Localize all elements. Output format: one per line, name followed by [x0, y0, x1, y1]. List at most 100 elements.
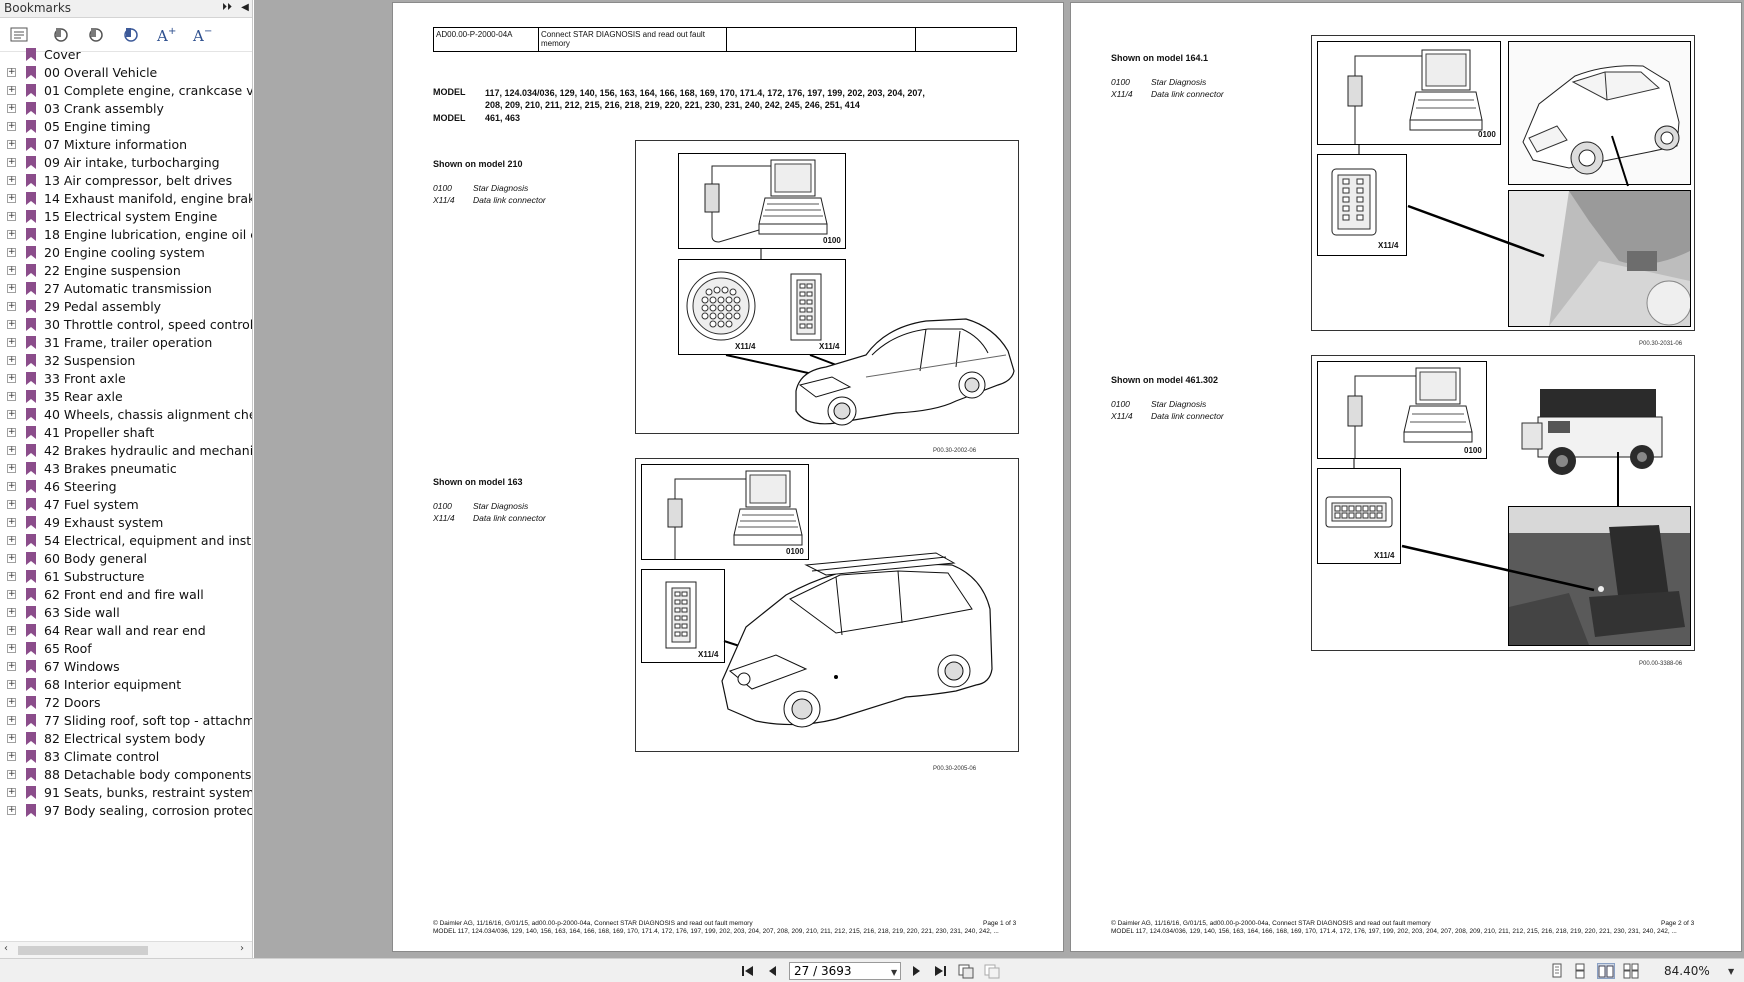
- expand-toggle-icon[interactable]: +: [7, 121, 16, 131]
- previous-page-icon[interactable]: [764, 963, 782, 979]
- zoom-level[interactable]: 84.40%: [1664, 964, 1710, 978]
- expand-toggle-icon[interactable]: +: [7, 589, 16, 599]
- expand-toggle-icon[interactable]: +: [7, 85, 16, 95]
- text-larger-icon[interactable]: A+: [154, 25, 176, 45]
- expand-toggle-icon[interactable]: +: [7, 229, 16, 239]
- expand-toggle-icon[interactable]: +: [7, 553, 16, 563]
- expand-toggle-icon[interactable]: +: [7, 193, 16, 203]
- navigate-forward-icon[interactable]: [983, 963, 1001, 979]
- expand-toggle-icon[interactable]: +: [7, 409, 16, 419]
- bookmark-collapse-icon[interactable]: [85, 25, 107, 45]
- bookmark-item[interactable]: +30 Throttle control, speed control sys: [0, 316, 252, 334]
- bookmark-item[interactable]: +68 Interior equipment: [0, 676, 252, 694]
- expand-toggle-icon[interactable]: +: [7, 679, 16, 689]
- bookmark-item[interactable]: +54 Electrical, equipment and instrume: [0, 532, 252, 550]
- bookmark-item[interactable]: +97 Body sealing, corrosion protection: [0, 802, 252, 820]
- scroll-left-icon[interactable]: ‹: [4, 943, 8, 954]
- bookmark-item[interactable]: +88 Detachable body components, ext: [0, 766, 252, 784]
- bookmark-item[interactable]: +83 Climate control: [0, 748, 252, 766]
- bookmark-item[interactable]: +91 Seats, bunks, restraint systems: [0, 784, 252, 802]
- expand-toggle-icon[interactable]: +: [7, 175, 16, 185]
- scroll-right-icon[interactable]: ›: [240, 943, 244, 954]
- expand-toggle-icon[interactable]: +: [7, 67, 16, 77]
- continuous-view-icon[interactable]: [1571, 963, 1589, 979]
- bookmark-item[interactable]: +62 Front end and fire wall: [0, 586, 252, 604]
- expand-toggle-icon[interactable]: +: [7, 319, 16, 329]
- next-page-icon[interactable]: [907, 963, 925, 979]
- expand-toggle-icon[interactable]: +: [7, 211, 16, 221]
- expand-toggle-icon[interactable]: +: [7, 751, 16, 761]
- expand-toggle-icon[interactable]: +: [7, 571, 16, 581]
- expand-toggle-icon[interactable]: +: [7, 643, 16, 653]
- expand-toggle-icon[interactable]: +: [7, 499, 16, 509]
- bookmark-item[interactable]: +33 Front axle: [0, 370, 252, 388]
- bookmark-item[interactable]: +01 Complete engine, crankcase ventil: [0, 82, 252, 100]
- collapse-panel-icon[interactable]: ⏵⏵: [222, 2, 232, 13]
- bookmark-item[interactable]: +63 Side wall: [0, 604, 252, 622]
- bookmark-item[interactable]: +18 Engine lubrication, engine oil cooli…: [0, 226, 252, 244]
- expand-toggle-icon[interactable]: +: [7, 481, 16, 491]
- expand-toggle-icon[interactable]: +: [7, 103, 16, 113]
- bookmark-item[interactable]: +77 Sliding roof, soft top - attachment: [0, 712, 252, 730]
- expand-toggle-icon[interactable]: +: [7, 391, 16, 401]
- bookmark-item[interactable]: +32 Suspension: [0, 352, 252, 370]
- expand-toggle-icon[interactable]: +: [7, 787, 16, 797]
- bookmark-item[interactable]: +42 Brakes hydraulic and mechanical: [0, 442, 252, 460]
- expand-toggle-icon[interactable]: +: [7, 607, 16, 617]
- expand-toggle-icon[interactable]: +: [7, 283, 16, 293]
- expand-toggle-icon[interactable]: +: [7, 355, 16, 365]
- navigate-back-icon[interactable]: [957, 963, 975, 979]
- bookmark-item[interactable]: +05 Engine timing: [0, 118, 252, 136]
- bookmark-item[interactable]: +64 Rear wall and rear end: [0, 622, 252, 640]
- bookmark-item[interactable]: Cover: [0, 46, 252, 64]
- bookmark-item[interactable]: +13 Air compressor, belt drives: [0, 172, 252, 190]
- options-icon[interactable]: [8, 25, 30, 45]
- close-panel-icon[interactable]: ◀: [241, 2, 249, 13]
- expand-toggle-icon[interactable]: +: [7, 445, 16, 455]
- bookmark-item[interactable]: +49 Exhaust system: [0, 514, 252, 532]
- bookmark-item[interactable]: +82 Electrical system body: [0, 730, 252, 748]
- bookmark-item[interactable]: +03 Crank assembly: [0, 100, 252, 118]
- bookmark-item[interactable]: +43 Brakes pneumatic: [0, 460, 252, 478]
- zoom-dropdown-icon[interactable]: ▼: [1728, 967, 1735, 976]
- expand-toggle-icon[interactable]: +: [7, 337, 16, 347]
- expand-toggle-icon[interactable]: +: [7, 697, 16, 707]
- expand-toggle-icon[interactable]: +: [7, 427, 16, 437]
- bookmark-item[interactable]: +31 Frame, trailer operation: [0, 334, 252, 352]
- bookmark-item[interactable]: +46 Steering: [0, 478, 252, 496]
- bookmark-item[interactable]: +15 Electrical system Engine: [0, 208, 252, 226]
- bookmark-item[interactable]: +07 Mixture information: [0, 136, 252, 154]
- expand-toggle-icon[interactable]: +: [7, 157, 16, 167]
- page-number-input[interactable]: 27 / 3693: [789, 962, 901, 980]
- page-dropdown-icon[interactable]: ▼: [891, 968, 898, 977]
- expand-toggle-icon[interactable]: +: [7, 517, 16, 527]
- bookmark-item[interactable]: +61 Substructure: [0, 568, 252, 586]
- first-page-icon[interactable]: [739, 963, 757, 979]
- expand-toggle-icon[interactable]: +: [7, 661, 16, 671]
- expand-toggle-icon[interactable]: +: [7, 805, 16, 815]
- bookmark-item[interactable]: +20 Engine cooling system: [0, 244, 252, 262]
- bookmark-item[interactable]: +47 Fuel system: [0, 496, 252, 514]
- bookmark-item[interactable]: +00 Overall Vehicle: [0, 64, 252, 82]
- bookmark-item[interactable]: +29 Pedal assembly: [0, 298, 252, 316]
- expand-toggle-icon[interactable]: +: [7, 715, 16, 725]
- expand-toggle-icon[interactable]: +: [7, 535, 16, 545]
- expand-toggle-icon[interactable]: +: [7, 301, 16, 311]
- continuous-facing-view-icon[interactable]: [1622, 963, 1640, 979]
- bookmarks-horizontal-scrollbar[interactable]: ‹ ›: [0, 941, 252, 958]
- bookmark-find-icon[interactable]: [120, 25, 142, 45]
- text-smaller-icon[interactable]: A−: [190, 25, 212, 45]
- last-page-icon[interactable]: [931, 963, 949, 979]
- expand-toggle-icon[interactable]: +: [7, 373, 16, 383]
- bookmark-expand-icon[interactable]: [50, 25, 72, 45]
- expand-toggle-icon[interactable]: +: [7, 247, 16, 257]
- bookmark-item[interactable]: +40 Wheels, chassis alignment check: [0, 406, 252, 424]
- bookmark-item[interactable]: +09 Air intake, turbocharging: [0, 154, 252, 172]
- bookmark-item[interactable]: +22 Engine suspension: [0, 262, 252, 280]
- expand-toggle-icon[interactable]: +: [7, 463, 16, 473]
- scrollbar-thumb[interactable]: [18, 946, 148, 955]
- expand-toggle-icon[interactable]: +: [7, 769, 16, 779]
- bookmark-item[interactable]: +41 Propeller shaft: [0, 424, 252, 442]
- bookmark-item[interactable]: +14 Exhaust manifold, engine brake, er: [0, 190, 252, 208]
- bookmark-item[interactable]: +60 Body general: [0, 550, 252, 568]
